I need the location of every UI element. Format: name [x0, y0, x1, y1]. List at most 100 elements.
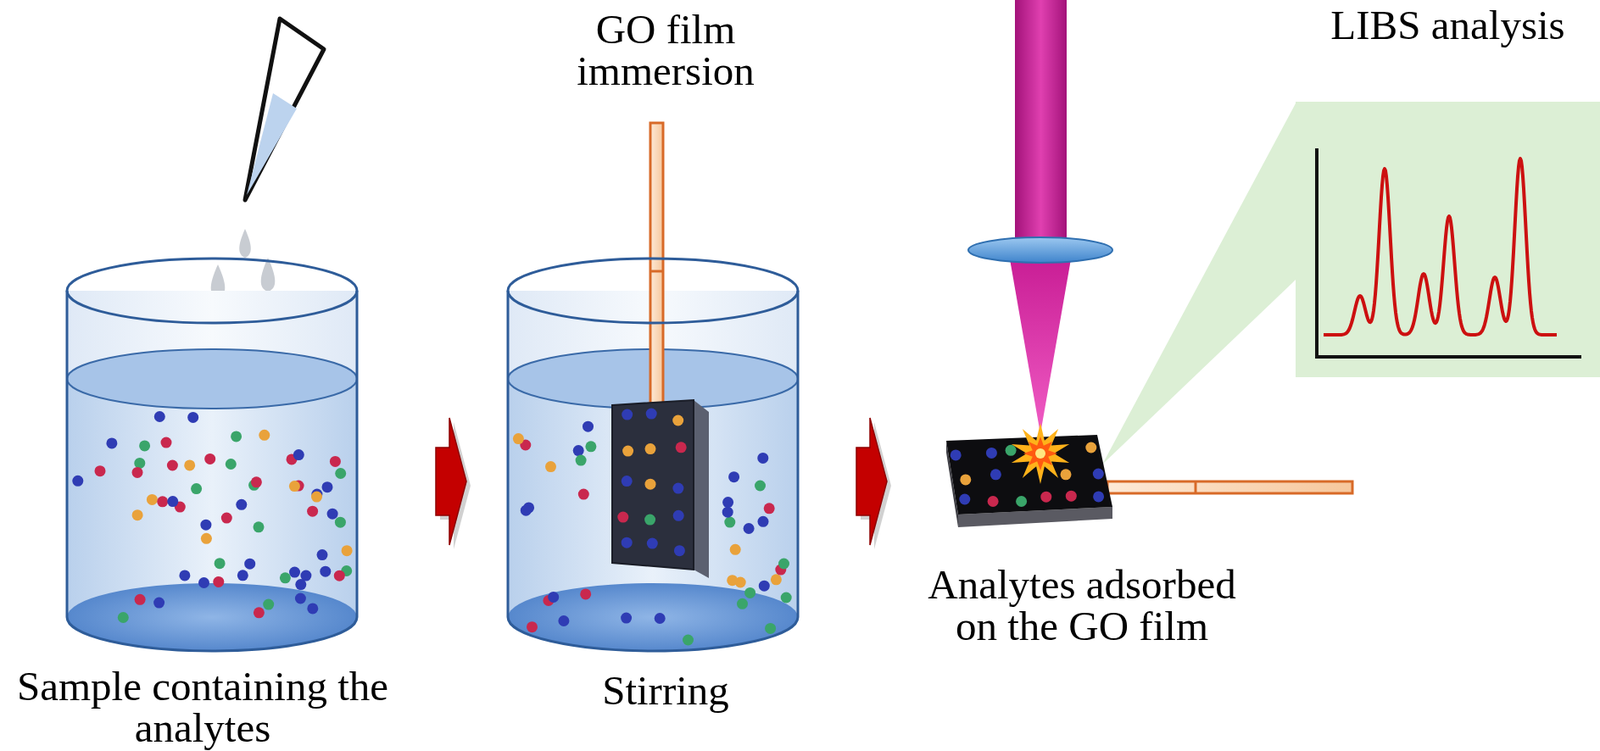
analyte-dot	[329, 456, 341, 468]
immersion-beaker: GO film immersionStirring	[500, 4, 831, 748]
analyte-dot	[730, 544, 742, 556]
analyte-dot	[621, 537, 633, 549]
analyte-dot	[319, 566, 331, 578]
beaker-rim	[66, 258, 357, 324]
analyte-dot	[672, 483, 684, 495]
analyte-dot	[1092, 490, 1104, 502]
analyte-dot	[744, 587, 756, 599]
analyte-dot	[279, 572, 291, 584]
go-film	[612, 400, 694, 570]
analyte-dot	[327, 508, 339, 520]
analyte-dot	[646, 538, 658, 550]
analyte-dot	[133, 457, 145, 469]
analyte-dot	[204, 453, 216, 465]
analyte-dot	[675, 441, 687, 453]
analyte-dot	[72, 475, 84, 487]
flow-arrow	[856, 418, 892, 550]
analyte-dot	[293, 449, 305, 461]
panel-heading: LIBS analysis	[1295, 4, 1600, 46]
analyte-dot	[154, 411, 166, 423]
analyte-dot	[617, 512, 629, 524]
analyte-dot	[758, 580, 770, 592]
pipette-tip	[245, 18, 324, 201]
analyte-dot	[672, 415, 684, 427]
drop	[239, 228, 251, 258]
analyte-dot	[341, 545, 353, 557]
analyte-dot	[1005, 445, 1017, 457]
analyte-dot	[620, 613, 632, 625]
beaker-rim	[507, 258, 798, 324]
spectrum-panel	[1295, 101, 1600, 378]
analyte-dot	[244, 558, 256, 570]
analyte-dot	[250, 476, 263, 488]
holder-rod	[650, 122, 664, 407]
analyte-dot	[959, 473, 971, 486]
analyte-dot	[1060, 468, 1072, 480]
analyte-dot	[621, 409, 633, 421]
analyte-dot	[300, 570, 312, 582]
adsorbed-dots	[617, 408, 686, 558]
analyte-dot	[311, 491, 323, 503]
beaker-liquid	[66, 349, 357, 652]
analyte-dot	[253, 521, 265, 533]
analyte-dot	[645, 479, 657, 491]
analyte-dot	[986, 447, 998, 459]
liquid-surface	[66, 349, 357, 409]
stage-caption: Sample containing the analytes	[3, 665, 402, 749]
analyte-dot	[134, 594, 146, 606]
analyte-dot	[253, 607, 265, 619]
analyte-dot	[585, 440, 597, 452]
analyte-dot	[334, 517, 346, 529]
laser-focus-cone	[1009, 254, 1072, 435]
go-film-sample: Analytes adsorbed on the GO film	[912, 228, 1252, 653]
analyte-dot	[646, 408, 658, 420]
analyte-dot	[117, 612, 129, 624]
analyte-dot	[94, 465, 106, 477]
analyte-dot	[780, 592, 792, 604]
analyte-dot	[105, 437, 118, 449]
analyte-dot	[579, 588, 591, 600]
analyte-dot	[1065, 490, 1077, 502]
analyte-dot	[132, 509, 144, 521]
libs-panel: LIBS analysis	[1295, 0, 1600, 382]
arrow-body	[435, 418, 467, 546]
analyte-dot	[156, 496, 168, 508]
analyte-dot	[778, 558, 790, 570]
analyte-dot	[673, 510, 685, 522]
analyte-dot	[167, 460, 179, 472]
analyte-dot	[153, 597, 165, 609]
analyte-dot	[758, 516, 770, 528]
analyte-dot	[582, 421, 594, 433]
callout-wedge	[1102, 103, 1296, 465]
analyte-dot	[214, 557, 226, 569]
drop	[261, 257, 276, 292]
analyte-dot	[578, 489, 590, 501]
analyte-dot	[645, 443, 657, 455]
analyte-dot	[958, 494, 971, 506]
analyte-dot	[190, 483, 202, 495]
analyte-dot	[724, 517, 736, 529]
focusing-lens	[968, 237, 1113, 263]
analyte-dot	[526, 621, 538, 633]
analyte-dot	[200, 533, 212, 545]
analyte-dot	[950, 449, 962, 461]
analyte-dot	[1092, 468, 1104, 480]
analyte-dot	[722, 496, 734, 508]
rod-joint	[650, 270, 664, 274]
spectrum-axes	[1316, 148, 1582, 357]
sample-beaker: Sample containing the analytes	[3, 279, 402, 751]
analyte-dot	[990, 468, 1002, 480]
pipette	[211, 18, 324, 299]
arrow-body	[856, 418, 887, 546]
analyte-dot	[754, 480, 766, 492]
analyte-dot	[575, 455, 587, 467]
analyte-dot	[987, 496, 999, 508]
analyte-dot	[728, 471, 740, 483]
rod-joint	[1194, 481, 1198, 494]
pipette-liquid	[246, 93, 297, 196]
analyte-dot	[289, 567, 301, 579]
go-film-side	[693, 400, 709, 579]
beaker-outline	[507, 290, 798, 652]
analyte-dot	[573, 445, 585, 457]
